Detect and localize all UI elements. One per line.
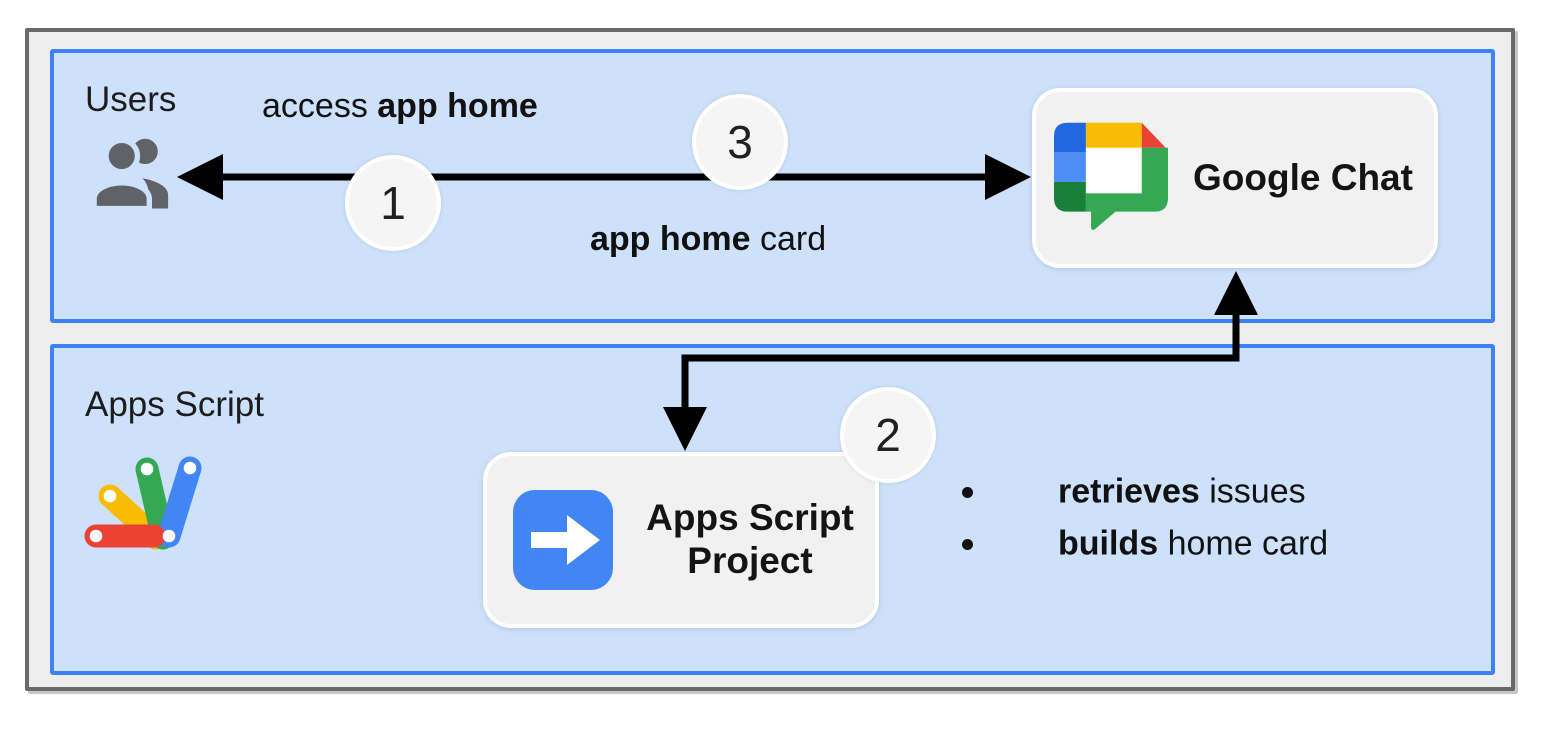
google-chat-node: Google Chat <box>1032 88 1438 268</box>
step-badge-1: 1 <box>345 155 441 251</box>
list-item-text: retrieves issues <box>1058 472 1306 511</box>
response-arrow-label: app home card <box>590 220 827 258</box>
apps-script-logo <box>84 456 202 550</box>
users-lane-label: Users <box>85 80 177 119</box>
arrow-right-icon <box>513 490 613 590</box>
list-item-text: builds home card <box>1058 524 1329 563</box>
google-chat-node-title: Google Chat <box>1193 156 1413 198</box>
apps-script-project-node: Apps Script Project <box>483 452 879 628</box>
request-arrow-label: access app home <box>262 87 538 125</box>
bullet-dot <box>962 486 973 498</box>
list-item: retrieves issues <box>940 466 1500 518</box>
google-chat-logo <box>1054 122 1168 230</box>
list-item: builds home card <box>940 518 1500 570</box>
apps-script-lane-label: Apps Script <box>85 385 264 424</box>
step-badge-3: 3 <box>692 94 788 190</box>
apps-script-project-node-title: Apps Script Project <box>646 497 854 581</box>
people-icon <box>91 137 169 212</box>
bullet-dot <box>962 538 973 550</box>
step-badge-2: 2 <box>840 387 936 483</box>
apps-script-actions-list: retrieves issues builds home card <box>940 466 1500 570</box>
